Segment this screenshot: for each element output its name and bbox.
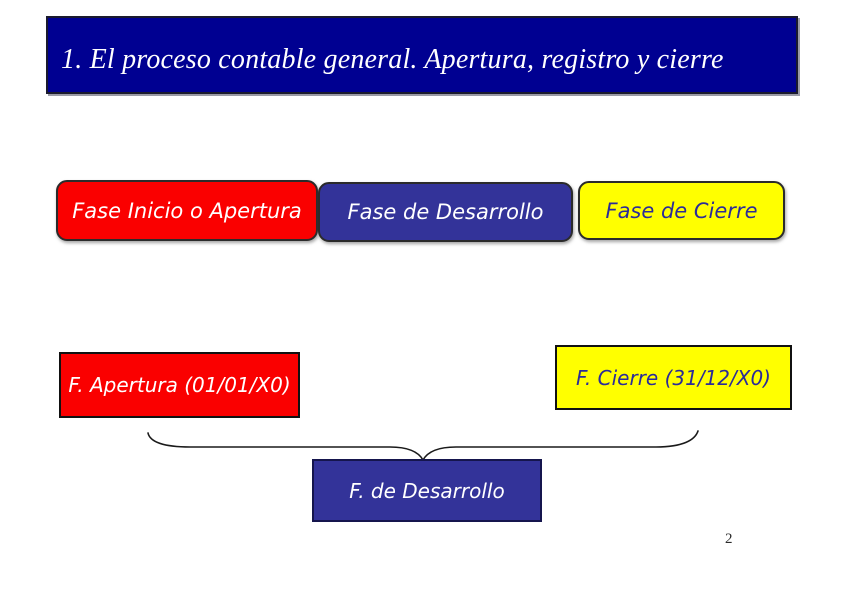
phase-box-cierre: Fase de Cierre [578, 181, 785, 240]
phase-box-cierre-label: Fase de Cierre [605, 198, 758, 223]
title-bar: 1. El proceso contable general. Apertura… [46, 16, 798, 94]
phase-box-apertura: Fase Inicio o Apertura [56, 180, 318, 241]
phase-box-desarrollo: Fase de Desarrollo [318, 182, 573, 242]
slide-title: 1. El proceso contable general. Apertura… [61, 44, 724, 75]
apertura-date-box: F. Apertura (01/01/X0) [59, 352, 300, 418]
cierre-date-label: F. Cierre (31/12/X0) [576, 365, 771, 390]
phase-box-apertura-label: Fase Inicio o Apertura [72, 198, 302, 223]
desarrollo-box-label: F. de Desarrollo [349, 478, 505, 503]
desarrollo-box: F. de Desarrollo [312, 459, 542, 522]
page-number: 2 [725, 531, 733, 547]
cierre-date-box: F. Cierre (31/12/X0) [555, 345, 792, 410]
apertura-date-label: F. Apertura (01/01/X0) [68, 373, 291, 397]
phase-box-desarrollo-label: Fase de Desarrollo [347, 200, 544, 224]
